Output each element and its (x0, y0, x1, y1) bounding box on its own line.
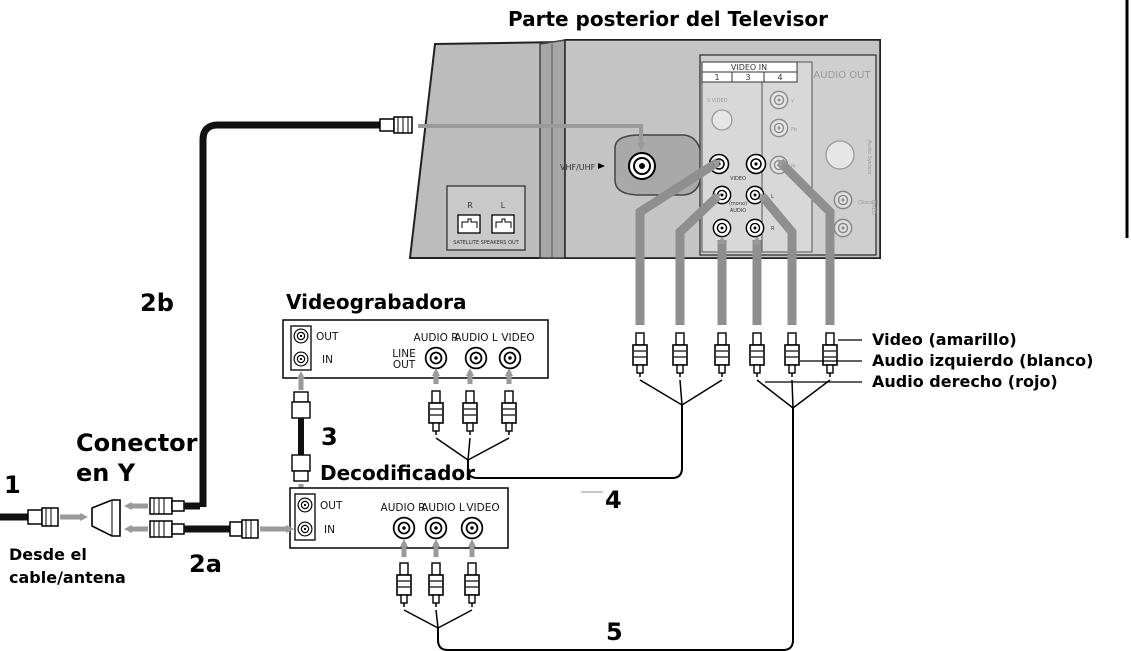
video-in-col-4: 4 (777, 73, 782, 82)
vcr-audio-l-jack[interactable] (464, 346, 488, 370)
coax-cable-3 (291, 371, 311, 498)
color-legend: Video (amarillo) Audio izquierdo (blanco… (765, 330, 1093, 391)
panel-video-label: VIDEO (730, 176, 746, 182)
svideo-label: S VIDEO (707, 98, 728, 104)
decoder-out-label: OUT (320, 500, 343, 512)
decoder-device: Decodificador OUT IN AUDIO R AUDIO L VID… (289, 461, 603, 629)
pb-label: Pb (791, 127, 797, 133)
y-jack[interactable] (769, 90, 789, 110)
audio-system-label: Audio System (866, 140, 872, 175)
pr-label: Pr (791, 164, 797, 170)
decoder-audio-l-label: AUDIO L (421, 502, 465, 514)
legend-audio-left: Audio izquierdo (blanco) (872, 351, 1093, 370)
audio-out-r-jack[interactable] (833, 218, 853, 238)
speaker-l-label: L (501, 201, 506, 210)
cable-bundle-4 (437, 158, 838, 651)
y-splitter[interactable] (91, 497, 200, 538)
video-in-col-1: 1 (714, 73, 719, 82)
panel-l-label: L (771, 194, 774, 200)
vcr-title: Videograbadora (286, 290, 467, 314)
panel-mono-label: (mono) (729, 201, 747, 207)
vcr-video-label: VIDEO (501, 332, 534, 344)
legend-audio-right: Audio derecho (rojo) (872, 372, 1058, 391)
panel-r-label: R (771, 226, 775, 232)
decoder-video-jack[interactable] (460, 516, 484, 540)
legend-video: Video (amarillo) (872, 330, 1017, 349)
coax-cable-2b (199, 116, 645, 507)
step-4: 4 (605, 486, 622, 514)
decoder-out-jack[interactable] (297, 497, 313, 513)
step-2b: 2b (140, 289, 174, 317)
video-in-3-audio-r-jack[interactable] (745, 218, 765, 238)
audio-system-jack[interactable] (825, 140, 855, 170)
step-3: 3 (321, 423, 338, 451)
vcr-video-jack[interactable] (498, 346, 522, 370)
vcr-in-label: IN (322, 354, 333, 366)
source-line1: Desde el (9, 545, 87, 564)
video-in-col-3: 3 (745, 73, 750, 82)
vcr-line-out-label: OUT (393, 359, 416, 371)
pb-jack[interactable] (769, 118, 789, 138)
speaker-r-label: R (467, 201, 473, 210)
video-in-header: VIDEO IN (731, 63, 767, 72)
step-2a: 2a (189, 550, 222, 578)
decoder-audio-l-jack[interactable] (424, 516, 448, 540)
audio-out-header: AUDIO OUT (813, 70, 871, 81)
audio-out-stereo: (Stereo) (858, 200, 878, 206)
splitter-title-line2: en Y (76, 459, 136, 487)
video-in-1-audio-r-jack[interactable] (712, 218, 732, 238)
page-title: Parte posterior del Televisor (508, 7, 828, 31)
audio-out-l-jack[interactable] (833, 190, 853, 210)
vcr-in-jack[interactable] (293, 351, 309, 367)
y-label: Y (790, 99, 795, 105)
vcr-line-label: LINE (392, 348, 415, 360)
vcr-audio-r-jack[interactable] (424, 346, 448, 370)
decoder-audio-r-jack[interactable] (392, 516, 416, 540)
source-line2: cable/antena (9, 568, 126, 587)
fixed-label: FIXED (870, 200, 876, 215)
vcr-audio-r-label: AUDIO R (414, 332, 459, 344)
vcr-audio-l-label: AUDIO L (454, 332, 498, 344)
step-1: 1 (4, 471, 21, 499)
vcr-out-jack[interactable] (293, 328, 309, 344)
coax-cable-2a (184, 519, 294, 539)
vcr-device: Videograbadora OUT IN LINE OUT AUDIO R A… (282, 290, 549, 461)
decoder-in-label: IN (324, 524, 335, 536)
decoder-in-jack[interactable] (297, 521, 313, 537)
speaker-r-terminal[interactable] (457, 214, 481, 234)
antenna-input (0, 507, 88, 527)
svideo-jack[interactable] (711, 109, 733, 131)
video-in-3-video-jack[interactable] (745, 153, 767, 175)
tv-rear-panel: VHF/UHF R L SATELLITE SPEAKERS OUT VIDEO… (408, 0, 1129, 259)
decoder-video-label: VIDEO (466, 502, 499, 514)
splitter-title-line1: Conector (76, 429, 198, 457)
step-5: 5 (606, 618, 623, 646)
decoder-title: Decodificador (320, 461, 475, 485)
speakers-caption: SATELLITE SPEAKERS OUT (453, 240, 519, 246)
vcr-out-label: OUT (316, 331, 339, 343)
panel-audio-label: AUDIO (730, 208, 746, 214)
vhf-uhf-label: VHF/UHF (560, 163, 596, 172)
speaker-l-terminal[interactable] (491, 214, 515, 234)
decoder-audio-r-label: AUDIO R (381, 502, 426, 514)
vhf-uhf-jack[interactable] (628, 152, 656, 180)
